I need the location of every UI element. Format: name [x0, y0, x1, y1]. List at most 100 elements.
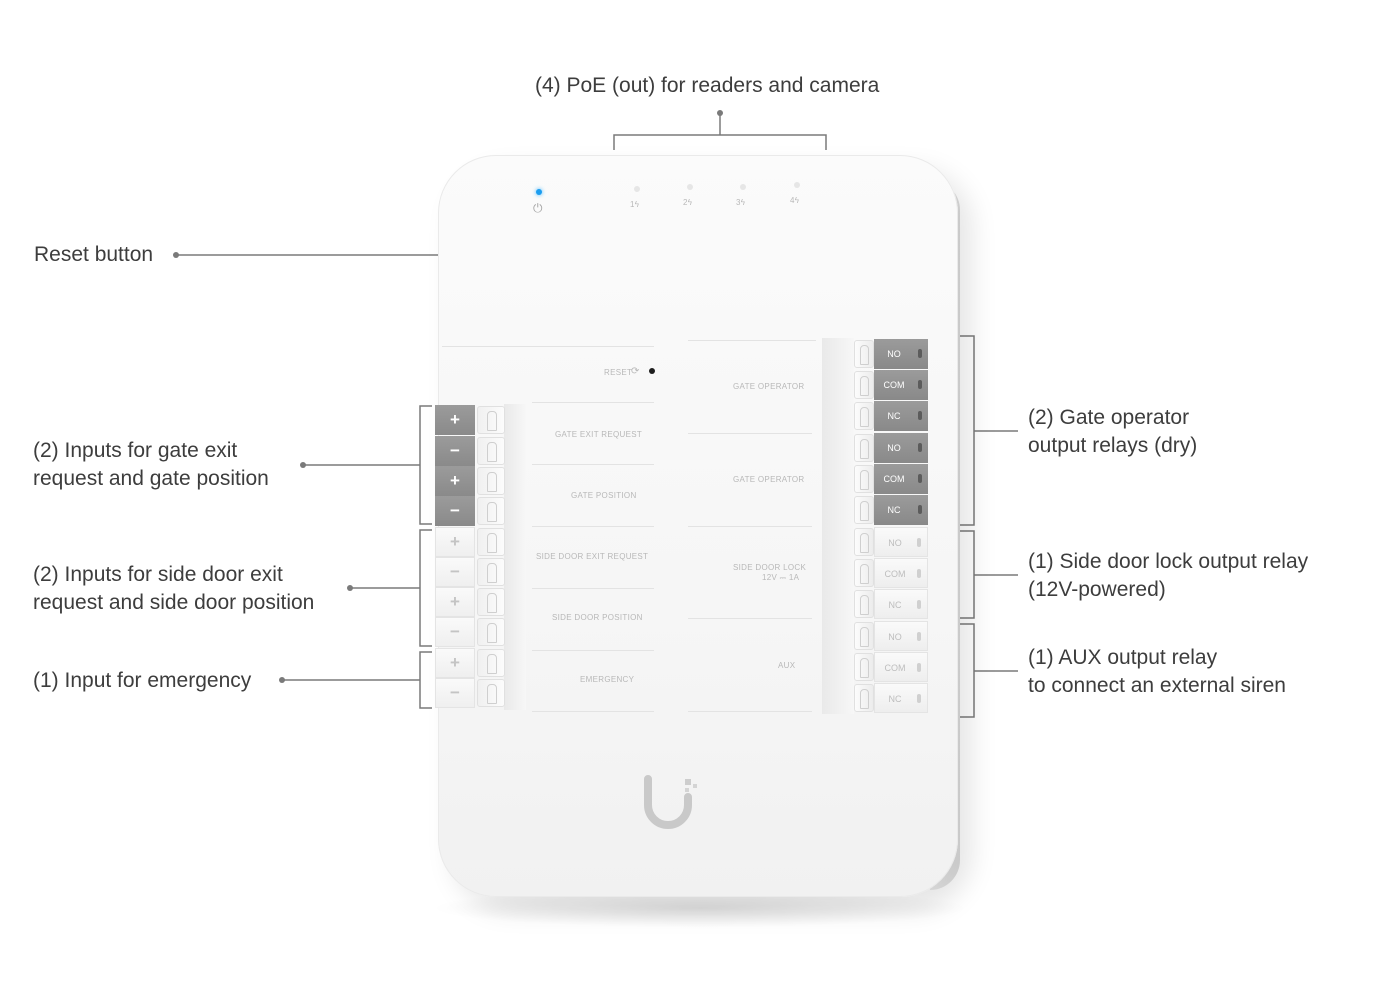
label-reset: RESET [604, 368, 633, 377]
terminal-clip[interactable] [477, 497, 505, 525]
terminal-gate-relay1-no[interactable]: NO [854, 339, 928, 369]
callout-gate-inputs-line2: request and gate position [33, 467, 269, 490]
terminal-aux-no[interactable]: NO [854, 621, 928, 651]
bolt-icon: ϟ [687, 198, 693, 207]
terminal-side-lock-nc[interactable]: NC [854, 589, 928, 619]
poe-led-2 [687, 184, 693, 190]
label-gate-exit-request: GATE EXIT REQUEST [555, 430, 643, 439]
terminal-clip[interactable] [477, 528, 505, 556]
terminal-clip[interactable] [477, 437, 505, 465]
side-inputs-dot [347, 585, 353, 591]
terminal-clip[interactable] [854, 496, 874, 524]
callout-side-inputs-line2: request and side door position [33, 591, 315, 614]
terminal-gate-relay2-com[interactable]: COM [854, 464, 928, 494]
poe-port-1-label: 1ϟ [630, 200, 640, 209]
aux-relay-bracket [960, 623, 975, 718]
divider [688, 711, 812, 712]
divider [688, 618, 812, 619]
terminal-aux-com[interactable]: COM [854, 652, 928, 682]
label-emergency: EMERGENCY [580, 675, 635, 684]
terminal-clip[interactable] [854, 371, 874, 399]
terminal-clip[interactable] [477, 649, 505, 677]
reset-dot [173, 252, 179, 258]
terminal-side-exit-plus[interactable]: + [435, 527, 507, 557]
label-gate-operator-1: GATE OPERATOR [733, 382, 805, 391]
poe-led-1 [634, 186, 640, 192]
callout-emergency: (1) Input for emergency [33, 669, 252, 692]
gate-inputs-bracket [419, 405, 432, 525]
terminal-clip[interactable] [854, 402, 874, 430]
terminal-clip[interactable] [854, 465, 874, 493]
poe-port-4-label: 4ϟ [790, 196, 800, 205]
callout-aux-relay-line1: (1) AUX output relay [1028, 646, 1218, 669]
terminal-clip[interactable] [854, 528, 874, 556]
side-inputs-bracket [419, 529, 432, 647]
terminal-clip[interactable] [477, 558, 505, 586]
ubiquiti-logo-icon [644, 775, 697, 829]
terminal-emergency-minus[interactable]: − [435, 678, 507, 708]
label-gate-operator-2: GATE OPERATOR [733, 475, 805, 484]
callout-side-inputs: (2) Inputs for side door exit request an… [33, 561, 314, 617]
terminal-side-position-plus[interactable]: + [435, 587, 507, 617]
right-terminal-recess [822, 338, 854, 714]
terminal-clip[interactable] [477, 618, 505, 646]
label-aux: AUX [778, 661, 796, 670]
terminal-gate-relay2-no[interactable]: NO [854, 433, 928, 463]
side-relay-bracket [960, 530, 975, 619]
divider [532, 711, 654, 712]
terminal-gate-exit-minus[interactable]: − [435, 436, 507, 466]
callout-side-relay: (1) Side door lock output relay (12V-pow… [1028, 548, 1308, 604]
terminal-side-position-minus[interactable]: − [435, 617, 507, 647]
terminal-gate-position-minus[interactable]: − [435, 496, 507, 526]
divider [688, 340, 816, 341]
terminal-clip[interactable] [854, 559, 874, 587]
reset-icon: ⟳ [631, 366, 640, 377]
terminal-gate-relay2-nc[interactable]: NC [854, 495, 928, 525]
divider [532, 402, 654, 403]
callout-gate-inputs-line1: (2) Inputs for gate exit [33, 439, 238, 462]
divider [688, 433, 812, 434]
terminal-side-lock-com[interactable]: COM [854, 558, 928, 588]
divider [688, 526, 812, 527]
poe-bracket [613, 134, 827, 150]
terminal-clip[interactable] [854, 434, 874, 462]
emergency-dot [279, 677, 285, 683]
poe-port-2-label: 2ϟ [683, 198, 693, 207]
terminal-clip[interactable] [477, 467, 505, 495]
terminal-gate-position-plus[interactable]: + [435, 466, 507, 496]
terminal-gate-relay1-nc[interactable]: NC [854, 401, 928, 431]
terminal-clip[interactable] [854, 653, 874, 681]
terminal-clip[interactable] [854, 622, 874, 650]
terminal-side-lock-no[interactable]: NO [854, 527, 928, 557]
terminal-clip[interactable] [477, 406, 505, 434]
bolt-icon: ϟ [740, 198, 746, 207]
power-icon: ⏻ [533, 201, 543, 215]
callout-side-relay-line1: (1) Side door lock output relay [1028, 550, 1309, 573]
terminal-clip[interactable] [854, 684, 874, 712]
label-side-door-lock: SIDE DOOR LOCK [733, 563, 807, 572]
terminal-gate-relay1-com[interactable]: COM [854, 370, 928, 400]
terminal-side-exit-minus[interactable]: − [435, 557, 507, 587]
callout-side-inputs-line1: (2) Inputs for side door exit [33, 563, 283, 586]
label-side-door-exit-request: SIDE DOOR EXIT REQUEST [536, 552, 649, 561]
callout-gate-relays: (2) Gate operator output relays (dry) [1028, 404, 1197, 460]
terminal-clip[interactable] [477, 588, 505, 616]
callout-aux-relay: (1) AUX output relay to connect an exter… [1028, 644, 1286, 700]
terminal-emergency-plus[interactable]: + [435, 648, 507, 678]
terminal-clip[interactable] [854, 340, 874, 368]
callout-aux-relay-line2: to connect an external siren [1028, 674, 1286, 697]
callout-gate-relays-line1: (2) Gate operator [1028, 406, 1190, 429]
callout-gate-inputs: (2) Inputs for gate exit request and gat… [33, 437, 269, 493]
label-gate-position: GATE POSITION [571, 491, 637, 500]
terminal-gate-exit-plus[interactable]: + [435, 405, 507, 435]
bolt-icon: ϟ [634, 200, 640, 209]
terminal-clip[interactable] [477, 679, 505, 707]
reset-button[interactable] [649, 368, 655, 374]
divider [442, 346, 654, 347]
terminal-clip[interactable] [854, 590, 874, 618]
poe-led-4 [794, 182, 800, 188]
terminal-aux-nc[interactable]: NC [854, 683, 928, 713]
callout-reset: Reset button [34, 243, 154, 266]
gate-inputs-dot [300, 462, 306, 468]
divider [532, 588, 654, 589]
